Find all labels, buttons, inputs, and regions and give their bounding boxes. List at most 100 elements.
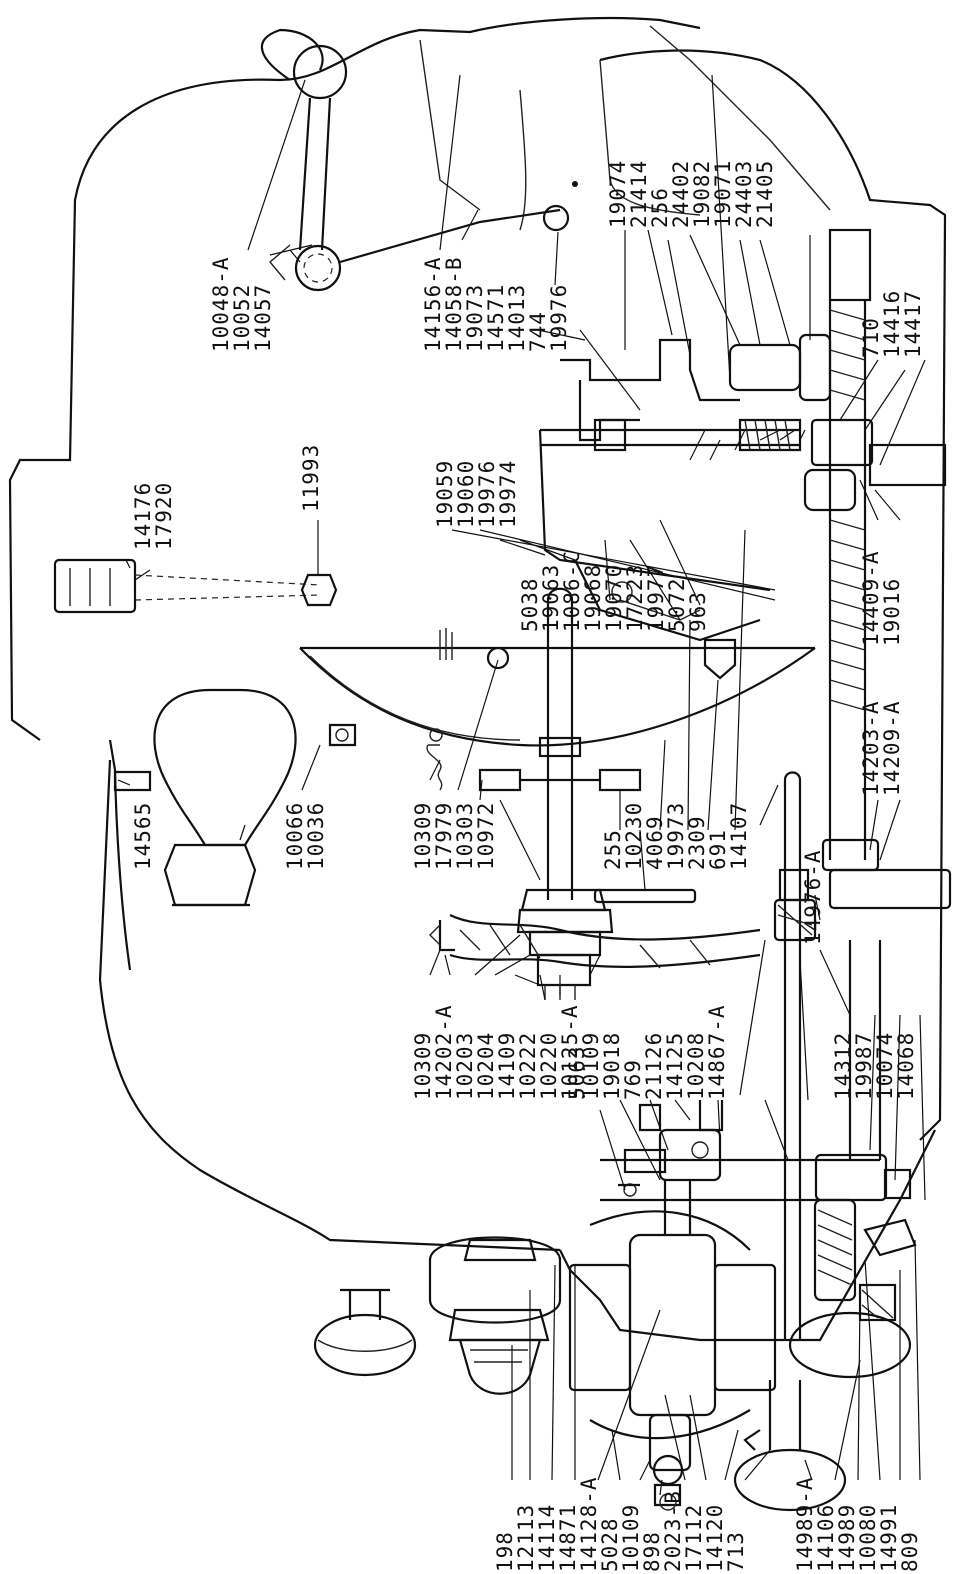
part-number-label: 14991 [877,1504,901,1572]
part-number-label: 2309 [685,815,709,870]
part-number-label: 10066 [283,802,307,870]
part-number-label: 14109 [495,1032,519,1100]
part-number-label: 24403 [732,160,756,228]
part-number-label: 11993 [299,444,323,512]
part-number-label: 14989 [835,1504,859,1572]
part-number-label: 14176 [131,482,155,550]
part-number-label: 19074 [606,160,630,228]
part-number-label: 898 [640,1531,664,1572]
part-number-label: 19977 [644,564,668,632]
part-number-label: 10203 [453,1032,477,1100]
part-number-label: 198 [493,1531,517,1572]
part-number-label: 14107 [727,802,751,870]
part-number-label: 19073 [463,284,487,352]
part-number-label: 21126 [642,1032,666,1100]
lamp-assembly [113,688,357,907]
part-number-label: 14871 [556,1504,580,1572]
part-number-label: 14209-A [880,700,904,796]
hook-bowl [299,628,816,747]
part-number-label: 10208 [684,1032,708,1100]
part-number-label: 2023-B [661,1490,685,1572]
part-number-label: 713 [724,1531,748,1572]
part-number-label: 14976-A [801,849,825,945]
part-number-label: 14128-A [577,1476,601,1572]
part-number-label: 17223 [623,564,647,632]
machine-body-outline [8,16,947,1342]
part-number-label: 10048-A [209,256,233,352]
part-number-label: 10036 [304,802,328,870]
part-number-label: 21414 [627,160,651,228]
part-number-label: 19016 [880,578,904,646]
part-number-label: 14057 [251,284,275,352]
part-number-label: 19060 [454,460,478,528]
feed-dog-assembly [540,228,947,512]
part-number-label: 10303 [453,802,477,870]
part-number-label: 10125-A [558,1004,582,1100]
part-number-label: 19068 [581,564,605,632]
part-number-label: 14416 [880,290,904,358]
part-number-label: 19976 [547,284,571,352]
part-number-label: 769 [621,1059,645,1100]
part-number-label: 14068 [894,1032,918,1100]
part-number-label: 256 [648,187,672,228]
part-number-label: 19070 [602,564,626,632]
part-number-label: 10109 [579,1032,603,1100]
part-number-label: 10309 [411,802,435,870]
part-number-label: 744 [526,311,550,352]
part-number-label: 14156-A [421,256,445,352]
part-number-label: 10972 [474,802,498,870]
part-number-label: 809 [898,1531,922,1572]
lower-drive-assembly [568,1100,880,1511]
part-number-label: 10052 [230,284,254,352]
part-number-label: 14106 [814,1504,838,1572]
part-number-label: 255 [601,829,625,870]
part-number-label: 10109 [619,1504,643,1572]
part-number-label: 14867-A [705,1004,729,1100]
cover-plate [53,558,338,614]
part-number-label: 14203-A [859,700,883,796]
part-number-label: 12113 [514,1504,538,1572]
part-number-label: 19082 [690,160,714,228]
part-number-label: 5038 [518,577,542,632]
part-number-label: 19059 [433,460,457,528]
part-number-label: 14565 [131,802,155,870]
part-number-label: 19973 [664,802,688,870]
part-number-label: 10220 [537,1032,561,1100]
needle-bar-column [773,771,952,1340]
part-number-label: 10204 [474,1032,498,1100]
part-number-label: 5072 [665,577,689,632]
part-number-label: 19063 [539,564,563,632]
part-number-label: 14417 [901,290,925,358]
spring-10309 [426,728,443,791]
part-number-label: 1086-C [560,550,584,632]
part-number-label: 24402 [669,160,693,228]
tension-spring-lower-right [813,1198,917,1322]
part-number-label: 10230 [622,802,646,870]
part-number-label: 963 [686,591,710,632]
part-number-label: 17920 [152,482,176,550]
feed-bar-rack [828,300,867,860]
part-number-label: 19976 [475,460,499,528]
part-number-label: 10074 [873,1032,897,1100]
part-number-label: 19071 [711,160,735,228]
leader-lines [117,74,926,1496]
part-number-label: 10309 [411,1032,435,1100]
part-number-label: 14312 [831,1032,855,1100]
part-number-label: 17112 [682,1504,706,1572]
handwheel-and-pulley [313,1236,912,1512]
part-number-label: 21405 [753,160,777,228]
part-number-label: 14571 [484,284,508,352]
part-number-label: 691 [706,829,730,870]
part-number-label: 14120 [703,1504,727,1572]
top-linkage-assembly [269,44,578,292]
part-number-label: 19987 [852,1032,876,1100]
part-number-label: 14989-A [793,1476,817,1572]
part-number-label: 14058-B [442,256,466,352]
part-number-label: 10080 [856,1504,880,1572]
part-number-label: 710 [859,317,883,358]
part-number-label: 19974 [496,460,520,528]
part-number-label: 14013 [505,284,529,352]
part-number-label: 10222 [516,1032,540,1100]
